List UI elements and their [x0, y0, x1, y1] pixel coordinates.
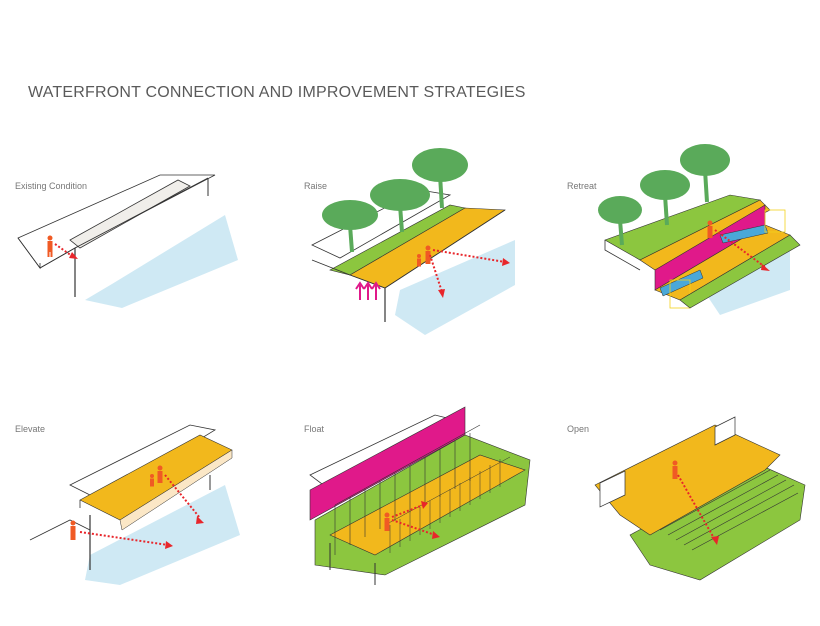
berm	[69, 179, 191, 249]
blue-bridge	[659, 269, 704, 297]
ground-edge	[29, 519, 91, 541]
arrowhead-icon	[196, 516, 204, 524]
view-arrow	[391, 519, 436, 536]
view-arrow	[164, 474, 201, 519]
view-arrow	[677, 474, 716, 541]
panel-label-existing-condition: Existing Condition	[15, 181, 88, 191]
tree-icon	[598, 196, 642, 246]
edge-line	[311, 209, 506, 289]
tree-icon	[680, 144, 730, 203]
panel-existing-condition	[17, 174, 238, 308]
yellow-outline	[764, 209, 786, 233]
panel-label-float: Float	[304, 424, 325, 434]
view-arrow	[391, 504, 424, 518]
person-icon	[157, 465, 163, 483]
arrowhead-icon	[711, 536, 719, 545]
person-icon	[672, 460, 678, 479]
tree-icon	[412, 148, 468, 209]
railing	[334, 424, 481, 555]
panel-retreat	[598, 144, 801, 315]
raise-arrows-icon	[355, 281, 381, 300]
panel-raise	[311, 148, 515, 335]
wall-block	[714, 416, 736, 446]
person-icon	[47, 235, 53, 257]
diagram-title: WATERFRONT CONNECTION AND IMPROVEMENT ST…	[28, 84, 526, 101]
person-icon	[707, 220, 713, 238]
wall-block	[599, 470, 626, 508]
panel-label-retreat: Retreat	[567, 181, 597, 191]
arrowhead-icon	[502, 258, 510, 266]
yellow-plaza	[594, 424, 781, 536]
panel-label-elevate: Elevate	[15, 424, 46, 434]
steps	[659, 469, 799, 551]
person-icon	[150, 474, 154, 487]
floating-deck	[329, 454, 526, 556]
arrowhead-icon	[165, 541, 173, 549]
panel-label-raise: Raise	[304, 181, 328, 191]
view-arrow	[429, 254, 443, 293]
person-icon	[425, 245, 431, 264]
arrowhead-icon	[69, 252, 78, 259]
view-arrow	[432, 249, 506, 263]
panel-elevate	[29, 424, 240, 585]
ground-edge	[604, 240, 641, 271]
green-edge	[679, 234, 801, 309]
person-icon	[417, 254, 421, 267]
panel-float	[309, 406, 531, 585]
tree-icon	[322, 200, 378, 253]
person-icon	[70, 520, 76, 540]
view-arrow	[79, 531, 169, 546]
arrowhead-icon	[432, 531, 440, 539]
panel-label-open: Open	[567, 424, 590, 434]
arrowhead-icon	[421, 501, 428, 509]
land-edge	[17, 237, 41, 270]
water	[85, 215, 238, 308]
blue-bridge	[719, 224, 769, 244]
arrowhead-icon	[761, 264, 770, 271]
tree-icon	[370, 179, 430, 233]
water	[85, 485, 240, 585]
person-icon	[384, 512, 390, 531]
water	[395, 240, 515, 335]
panel-open	[594, 416, 806, 581]
railing	[384, 456, 511, 553]
view-arrow	[54, 243, 73, 257]
deck-underside	[119, 449, 233, 531]
arrowhead-icon	[438, 289, 445, 298]
tree-icon	[640, 170, 690, 226]
